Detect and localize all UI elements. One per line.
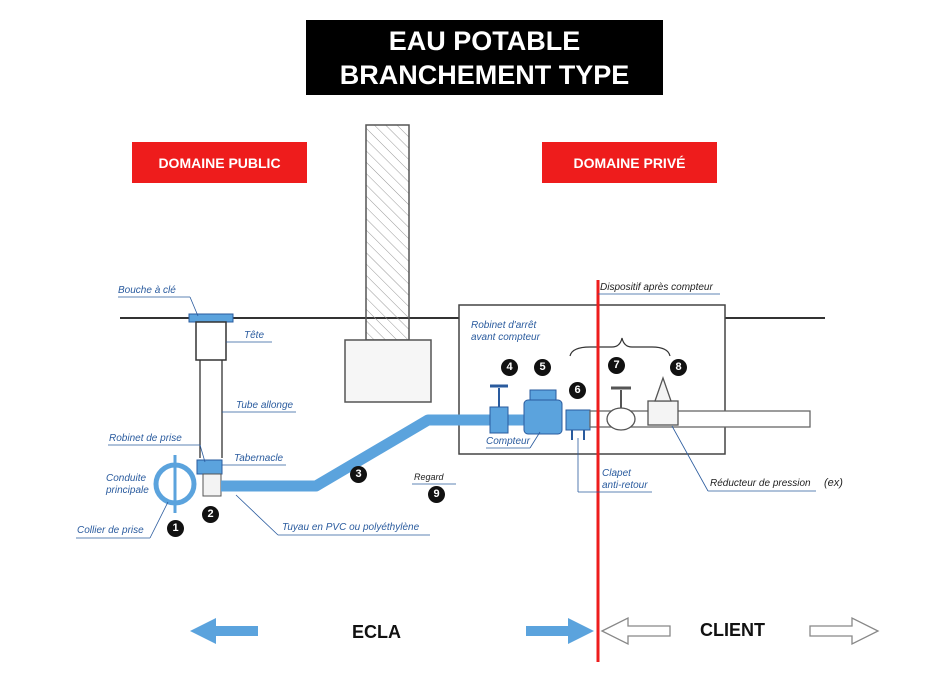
title-line-1: EAU POTABLE	[388, 25, 581, 56]
label-principale: principale	[106, 485, 149, 496]
arrow-left-outline	[600, 616, 671, 646]
arrow-right-blue	[526, 618, 594, 644]
robinet-arret-valve	[489, 406, 509, 434]
label-robinet-arret-2: avant compteur	[471, 332, 540, 343]
label-reducteur: Réducteur de pression	[710, 478, 811, 489]
marker-7: 7	[608, 357, 625, 374]
domaine-prive-badge: DOMAINE PRIVÉ	[542, 142, 717, 183]
marker-9: 9	[428, 486, 445, 503]
marker-1: 1	[167, 520, 184, 537]
foundation	[344, 339, 432, 403]
robinet-de-prise	[196, 459, 223, 475]
marker-8: 8	[670, 359, 687, 376]
title-line-2: BRANCHEMENT TYPE	[339, 59, 630, 90]
bottom-arrows	[190, 616, 880, 646]
label-tete: Tête	[244, 330, 265, 341]
label-dispositif: Dispositif après compteur	[600, 282, 713, 293]
wall	[365, 124, 410, 341]
label-tube-allonge: Tube allonge	[236, 400, 294, 411]
marker-2: 2	[202, 506, 219, 523]
label-tabernacle: Tabernacle	[234, 453, 284, 464]
reducteur-de-pression	[647, 400, 679, 426]
marker-6: 6	[569, 382, 586, 399]
label-ecla: ECLA	[352, 622, 401, 642]
label-bouche-a-cle: Bouche à clé	[118, 285, 176, 296]
clapet-anti-retour	[565, 409, 591, 431]
arrow-right-outline	[809, 616, 880, 646]
label-compteur: Compteur	[486, 436, 530, 447]
label-conduite: Conduite	[106, 473, 147, 484]
label-clapet: Clapet	[602, 468, 631, 479]
marker-4: 4	[501, 359, 518, 376]
label-robinet-de-prise: Robinet de prise	[109, 433, 182, 444]
label-regard: Regard	[414, 472, 444, 482]
tabernacle	[202, 473, 222, 497]
compteur-body	[523, 399, 563, 435]
dispositif-brace	[569, 337, 671, 357]
domaine-public-badge: DOMAINE PUBLIC	[132, 142, 307, 183]
arrow-left-blue	[190, 618, 258, 644]
robinet-apres-compteur	[606, 407, 636, 431]
label-tuyau: Tuyau en PVC ou polyéthylène	[282, 522, 420, 533]
label-client: CLIENT	[700, 620, 765, 640]
tete-box	[195, 321, 227, 361]
label-anti-retour: anti-retour	[602, 480, 648, 491]
label-collier-de-prise: Collier de prise	[77, 525, 144, 536]
bouche-a-cle-cap	[188, 313, 234, 323]
marker-5: 5	[534, 359, 551, 376]
label-reducteur-ex: (ex)	[824, 477, 843, 489]
outlet-pipe	[589, 410, 811, 428]
diagram-title: EAU POTABLE BRANCHEMENT TYPE	[306, 20, 663, 95]
label-robinet-arret-1: Robinet d'arrêt	[471, 320, 537, 331]
marker-3: 3	[350, 466, 367, 483]
